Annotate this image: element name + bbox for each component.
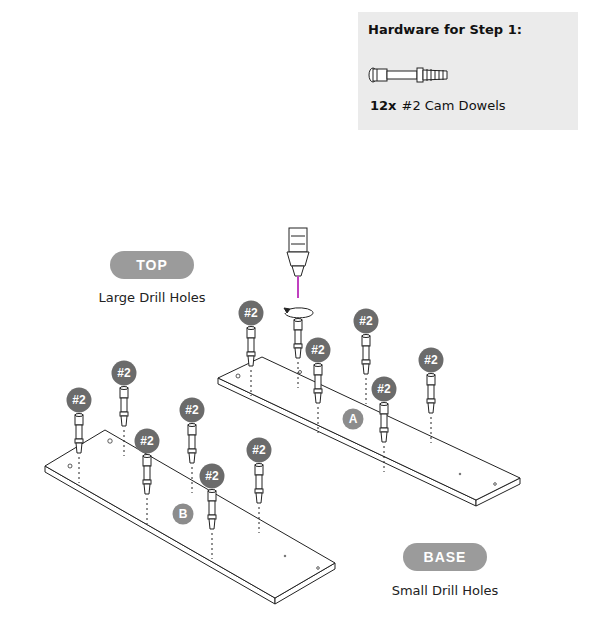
callout-number-text: #2 [359,314,372,328]
board-tag: BASE [403,543,487,571]
callout-number-text: #2 [72,393,85,407]
part-letter: A [342,408,364,430]
callout-number: #2 [371,376,397,402]
dowel [120,387,128,457]
callout-number-text: #2 [185,403,198,417]
callout-number: #2 [238,300,264,326]
hardware-name: #2 Cam Dowels [401,98,505,113]
dowel [188,424,196,494]
callout-number: #2 [66,387,92,413]
callout-number-text: #2 [117,366,130,380]
dowel [208,490,216,560]
hardware-panel-ground [358,12,578,130]
part-letter-text: A [349,412,358,426]
callout-number: #2 [134,428,160,454]
callout-number: #2 [111,360,137,386]
dowel [380,403,388,473]
callout-number-text: #2 [244,306,257,320]
cam-dowels [75,319,435,560]
hardware-box: Hardware for Step 1: 12x #2 Cam Dowels [358,12,578,130]
note-label: Small Drill Holes [392,583,499,598]
cam-dowel-icon [369,68,447,82]
dowel [427,374,435,444]
note-label: Large Drill Holes [98,290,205,305]
callout-number: #2 [418,347,444,373]
callout-number-text: #2 [205,469,218,483]
top-board [218,357,520,506]
part-letter: B [172,503,194,525]
callout-number: #2 [246,437,272,463]
dowel [255,464,263,534]
dowel [294,319,302,389]
callout-number: #2 [305,337,331,363]
drill [284,228,313,318]
board-tag-text: BASE [424,549,467,565]
callout-number-text: #2 [252,443,265,457]
dowel [362,335,370,405]
callout-number: #2 [179,397,205,423]
dowel [75,414,83,484]
dowel [247,327,255,397]
callout-number: #2 [353,308,379,334]
quantity: 12x [370,98,396,113]
callout-number-text: #2 [140,434,153,448]
base-board [45,430,335,604]
board-tag-text: TOP [136,257,168,273]
board-tag: TOP [110,251,194,279]
callout-number-text: #2 [311,343,324,357]
callout-number: #2 [199,463,225,489]
callout-number-text: #2 [377,382,390,396]
hardware-title: Hardware for Step 1: [368,22,522,37]
dowel [143,455,151,525]
drill-holes [68,371,496,570]
dowel [314,364,322,434]
callout-number-text: #2 [424,353,437,367]
part-letter-text: B [179,507,188,521]
